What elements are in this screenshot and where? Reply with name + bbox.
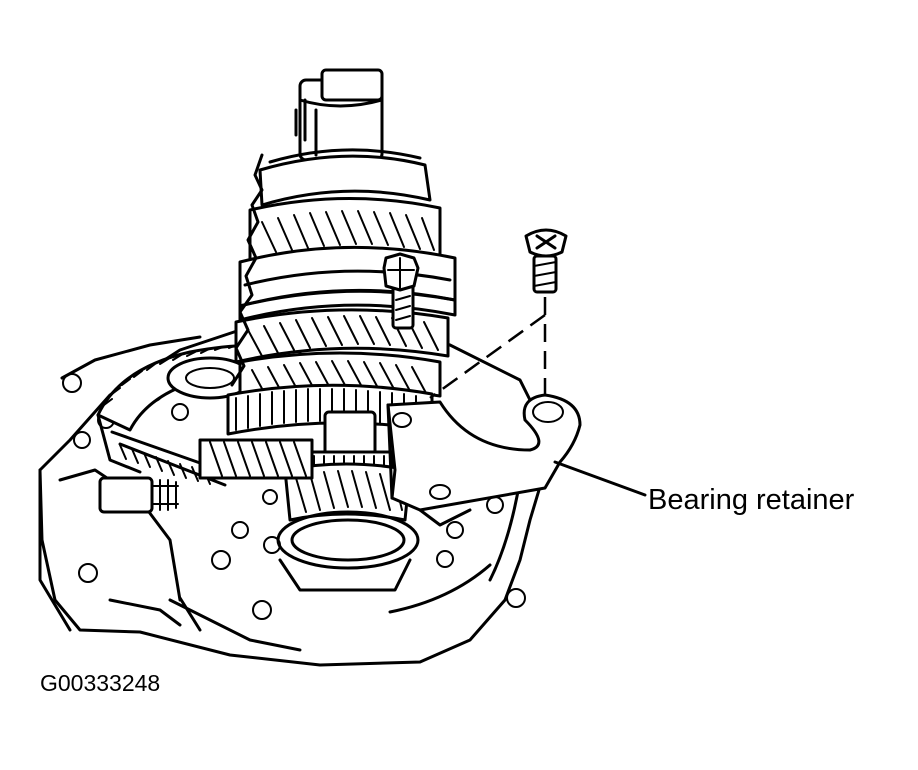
phillips-screw-icon xyxy=(524,228,568,294)
bearing-retainer-plate-icon xyxy=(386,393,582,527)
retainer-alignment-line xyxy=(429,313,546,400)
gear-stack xyxy=(198,68,457,592)
bearing-retainer-label: Bearing retainer xyxy=(648,484,855,516)
callout-leader-line xyxy=(553,460,647,497)
bolt-icon xyxy=(382,252,420,330)
figure-id: G00333248 xyxy=(40,670,161,696)
